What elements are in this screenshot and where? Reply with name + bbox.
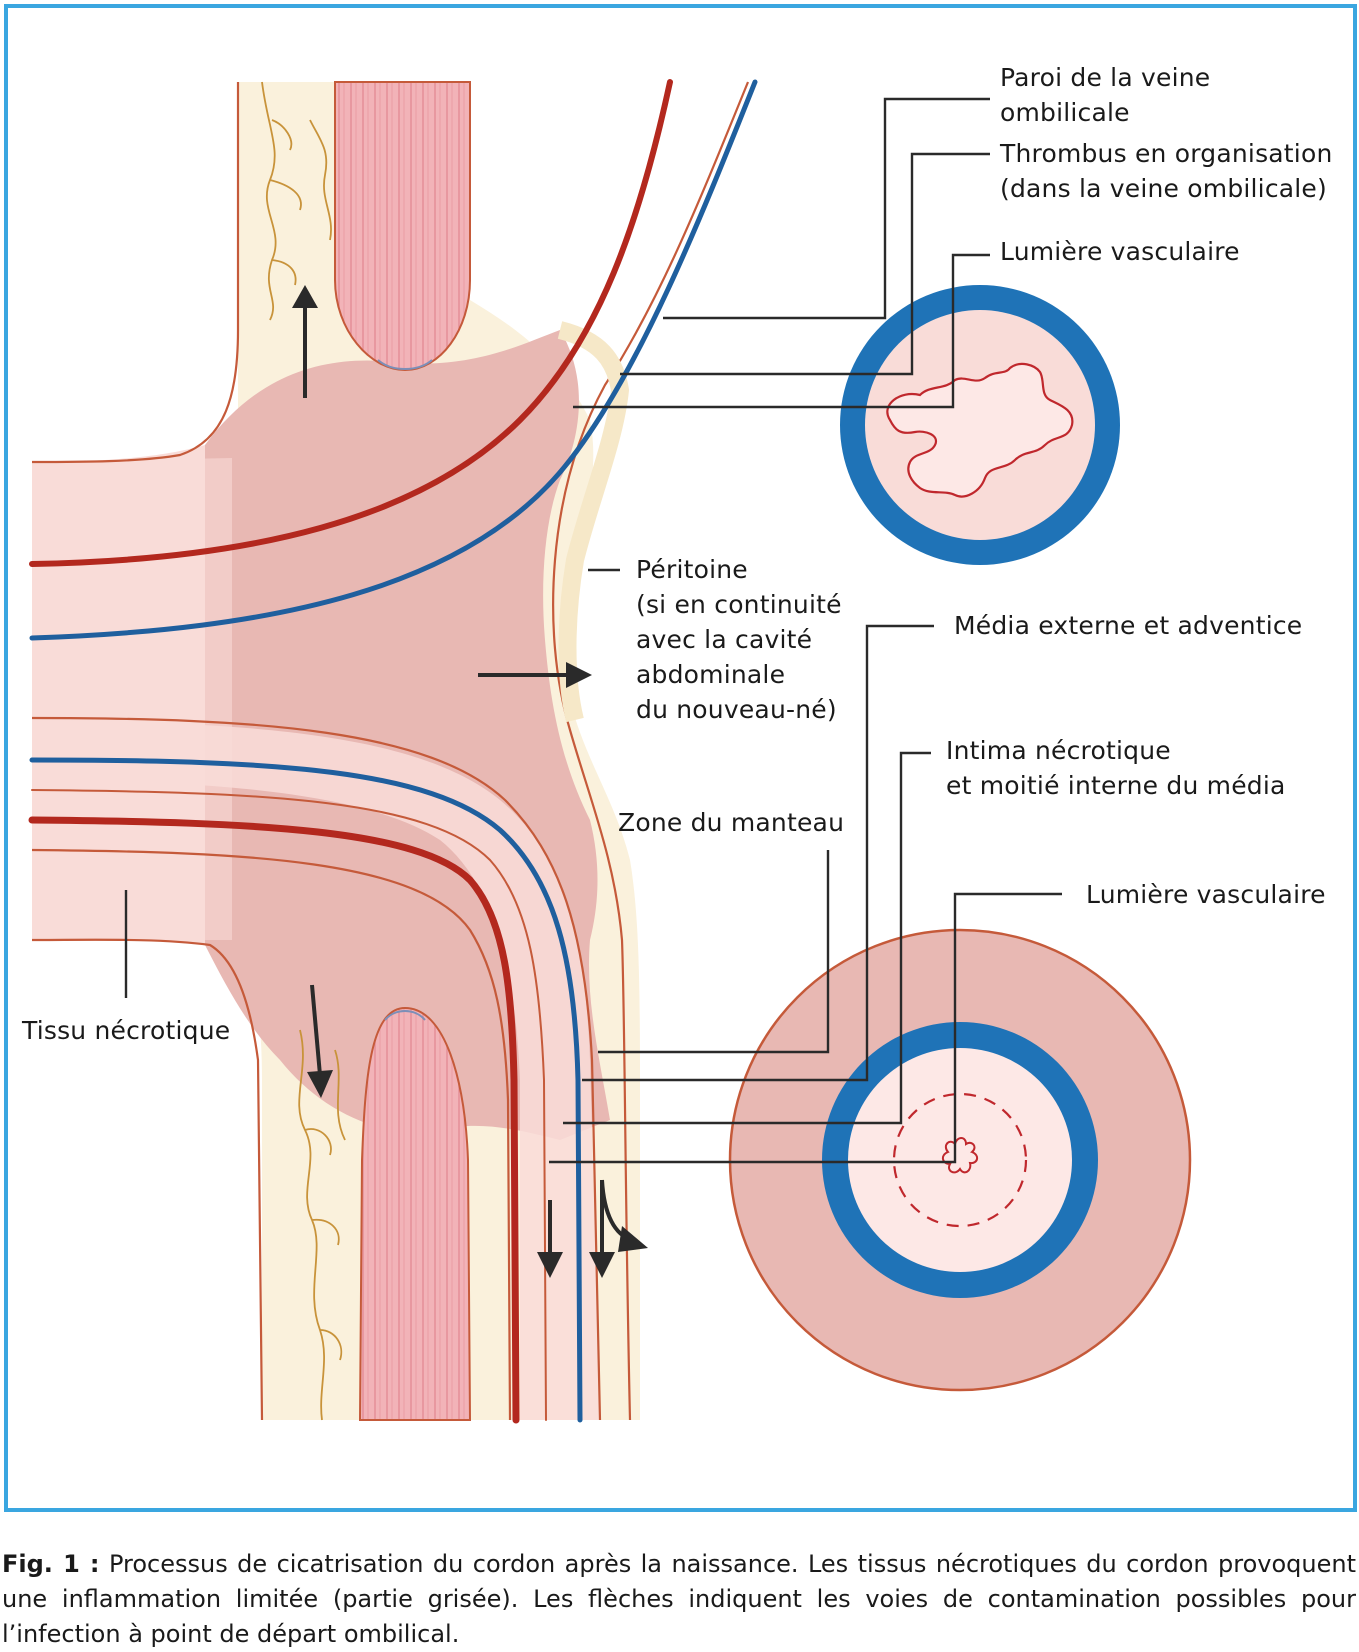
- label-peritoine-2: (si en continuité: [636, 590, 842, 619]
- cord-junction-band: [32, 458, 232, 940]
- label-paroi-line1: Paroi de la veine: [1000, 63, 1211, 92]
- arrow-up-upper: [292, 285, 318, 398]
- label-thrombus: Thrombus en organisation (dans la veine …: [1000, 136, 1333, 206]
- arrow-curved-lower: [600, 1179, 648, 1252]
- label-thrombus-line2: (dans la veine ombilicale): [1000, 174, 1327, 203]
- label-zone-manteau: Zone du manteau: [618, 808, 845, 837]
- label-intima-1: Intima nécrotique: [946, 736, 1171, 765]
- label-intima-2: et moitié interne du média: [946, 771, 1286, 800]
- vein-cross-section: [840, 285, 1120, 565]
- label-peritoine-3: avec la cavité: [636, 625, 813, 654]
- vessel-sheath: [32, 720, 600, 1420]
- leader-lines: [124, 97, 1062, 1164]
- arrow-right-middle: [478, 662, 592, 688]
- rectus-muscle-lower: [358, 1006, 472, 1421]
- peritoneum-strip: [557, 321, 630, 723]
- label-lumiere-bottom: Lumière vasculaire: [1086, 880, 1326, 909]
- label-peritoine-5: du nouveau-né): [636, 695, 837, 724]
- artery-cross-section: [728, 928, 1192, 1392]
- capillaries: [261, 81, 346, 1421]
- arrow-down-left: [307, 984, 333, 1098]
- label-thrombus-line1: Thrombus en organisation: [1000, 139, 1333, 168]
- label-peritoine-1: Péritoine: [636, 555, 748, 584]
- label-media-externe: Média externe et adventice: [954, 611, 1303, 640]
- label-peritoine-4: abdominale: [636, 660, 786, 689]
- label-intima: Intima nécrotique et moitié interne du m…: [946, 733, 1286, 803]
- label-peritoine: Péritoine (si en continuité avec la cavi…: [636, 552, 842, 727]
- arrow-down-lower-1: [537, 1200, 563, 1278]
- contamination-arrows: [292, 285, 648, 1278]
- caption-label: Fig. 1 :: [2, 1550, 100, 1578]
- rectus-muscle-upper: [334, 81, 471, 372]
- label-paroi-line2: ombilicale: [1000, 98, 1130, 127]
- caption-text: Processus de cicatrisation du cordon apr…: [2, 1550, 1356, 1648]
- vessels: [28, 79, 758, 1424]
- label-lumiere-top: Lumière vasculaire: [1000, 237, 1240, 266]
- label-tissu-necrotique: Tissu nécrotique: [22, 1016, 231, 1045]
- figure-caption: Fig. 1 : Processus de cicatrisation du c…: [2, 1547, 1356, 1652]
- label-paroi-veine: Paroi de la veine ombilicale: [1000, 60, 1210, 130]
